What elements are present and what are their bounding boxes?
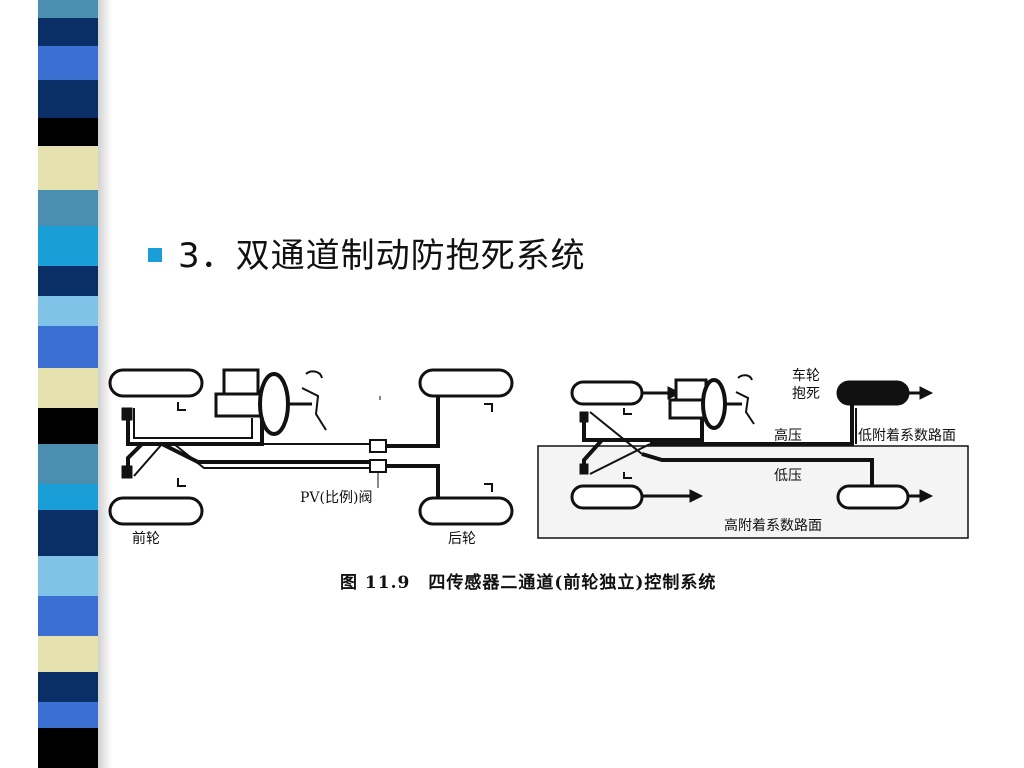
wheel-lock-label-line1: 车轮 bbox=[792, 367, 820, 384]
low-adhesion-label: 低附着系数路面 bbox=[858, 428, 956, 444]
front-left-wheel bbox=[108, 368, 204, 398]
right-front-right-wheel bbox=[570, 484, 644, 510]
right-rear-right-wheel bbox=[836, 484, 910, 510]
front-right-wheel bbox=[108, 496, 204, 526]
stripe-shadow bbox=[98, 0, 112, 768]
wheel-lock-label-line2: 抱死 bbox=[792, 386, 820, 402]
bullet-square bbox=[148, 248, 162, 262]
left-system bbox=[108, 368, 514, 526]
right-system bbox=[537, 374, 969, 539]
decorative-stripe-bar bbox=[38, 0, 98, 768]
rear-wheel-label: 后轮 bbox=[448, 531, 476, 547]
slide-title: 3．双通道制动防抱死系统 bbox=[178, 236, 586, 276]
right-front-left-wheel bbox=[570, 380, 644, 406]
abs-diagram: PV(比例)阀 前轮 后轮 bbox=[108, 367, 969, 547]
locked-wheel bbox=[836, 380, 910, 406]
rear-left-wheel bbox=[418, 368, 514, 398]
high-pressure-label: 高压 bbox=[774, 427, 802, 444]
pv-valve-label: PV(比例)阀 bbox=[300, 490, 372, 506]
figure-caption: 图 11.9 四传感器二通道(前轮独立)控制系统 bbox=[340, 573, 717, 593]
front-wheel-label: 前轮 bbox=[132, 530, 160, 547]
pv-valve bbox=[369, 439, 387, 453]
high-adhesion-label: 高附着系数路面 bbox=[724, 517, 822, 534]
rear-right-wheel bbox=[418, 496, 514, 526]
low-pressure-label: 低压 bbox=[774, 468, 802, 484]
